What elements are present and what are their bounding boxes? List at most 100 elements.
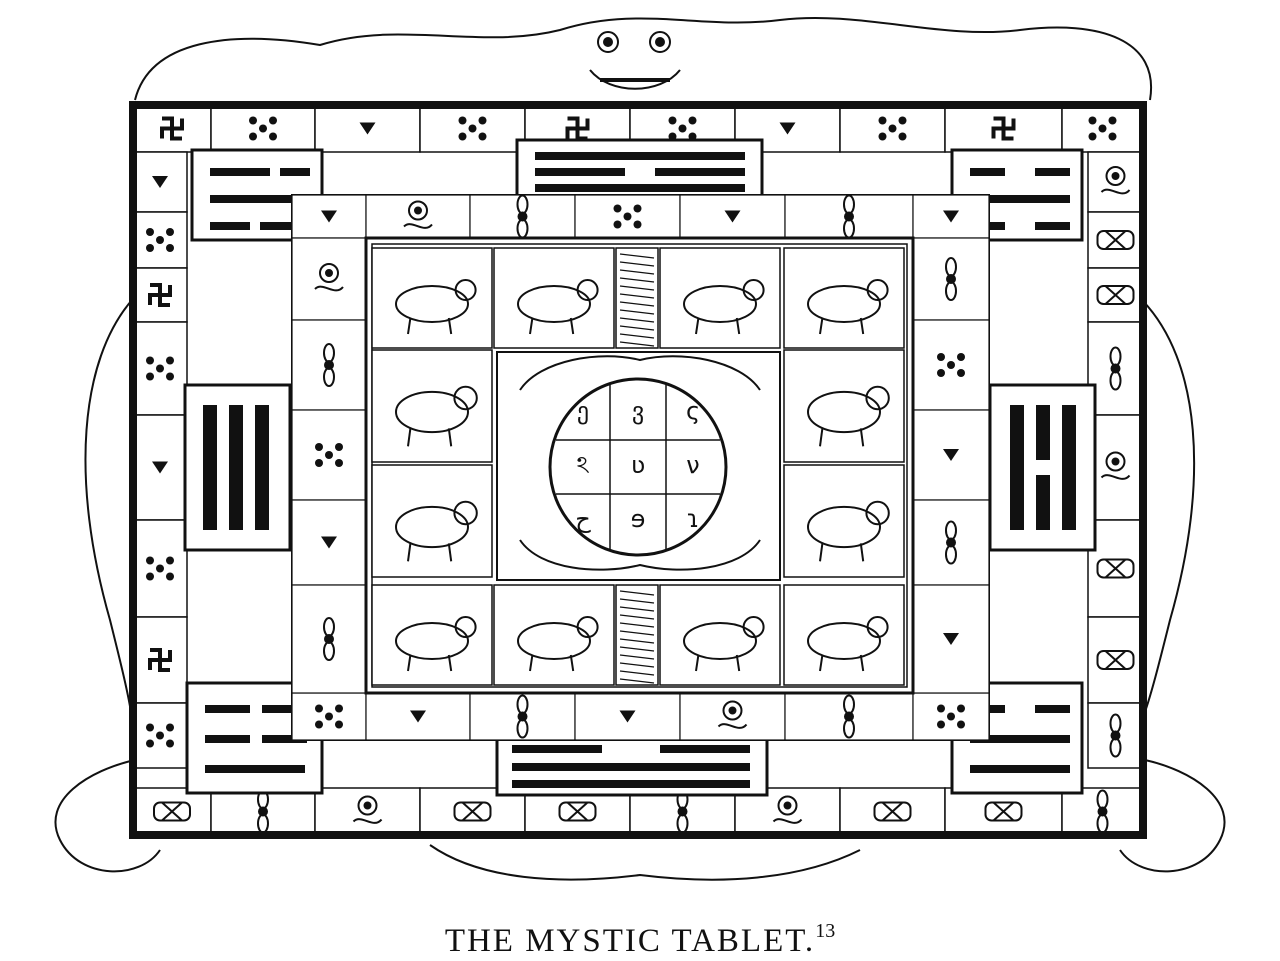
jewel-icon <box>352 795 383 824</box>
middle-cell <box>679 692 786 741</box>
animal-panel-sheep <box>783 247 905 349</box>
outer-cell <box>944 787 1063 836</box>
footnote-marker: 13 <box>815 920 836 942</box>
magic-square-glyph: ɘ <box>631 505 646 533</box>
animal-cells <box>371 247 905 686</box>
triangle-icon <box>359 122 376 135</box>
background-creature <box>54 16 1226 881</box>
triangle-icon <box>321 210 337 223</box>
jewel-icon <box>314 263 344 292</box>
outer-cell <box>839 104 946 153</box>
swastika-icon <box>148 648 172 672</box>
vajra-icon <box>945 520 957 565</box>
dots-icon <box>146 556 174 581</box>
animal-panel-dog <box>783 584 905 686</box>
vajra-icon <box>843 194 855 239</box>
vajra-icon <box>1109 713 1122 758</box>
jewel-icon <box>772 795 803 824</box>
animal-panel-rat <box>493 584 615 686</box>
vajra-icon <box>516 694 529 739</box>
endless-knot-icon <box>1096 558 1135 579</box>
dragon-wreath <box>519 355 761 571</box>
outer-cell <box>1087 616 1144 704</box>
middle-cell <box>912 237 990 321</box>
swastika-icon <box>148 283 172 307</box>
endless-knot-icon <box>873 801 912 822</box>
dots-icon <box>878 116 907 141</box>
outer-cell <box>132 321 188 416</box>
vajra-icon <box>323 343 335 387</box>
middle-cell <box>912 692 990 741</box>
dots-icon <box>458 116 487 141</box>
magic-square-grid <box>556 385 720 549</box>
endless-knot-icon <box>558 801 597 822</box>
dots-icon <box>146 356 174 381</box>
vajra-icon <box>676 789 689 834</box>
outer-cell <box>1087 321 1144 416</box>
middle-cell <box>291 584 367 694</box>
outer-cell <box>132 787 212 836</box>
outer-cell <box>1061 787 1144 836</box>
dots-icon <box>315 443 343 467</box>
magic-square-glyph: ʋ <box>631 451 645 479</box>
middle-cell <box>291 319 367 411</box>
middle-cell <box>574 692 681 741</box>
endless-knot-icon <box>153 801 191 822</box>
outer-cell <box>132 414 188 521</box>
outer-cell <box>419 104 526 153</box>
outer-cell <box>132 267 188 323</box>
triangle-icon <box>410 710 426 723</box>
endless-knot-icon <box>1096 650 1135 670</box>
outer-cell <box>1087 702 1144 769</box>
magic-square-glyph: ე <box>577 397 589 425</box>
jewel-icon <box>1100 166 1131 195</box>
outer-cell <box>132 104 212 153</box>
vajra-icon <box>516 194 529 239</box>
outer-cell <box>132 519 188 618</box>
magic-square-glyph: ঽ <box>576 451 589 479</box>
middle-cell <box>291 409 367 501</box>
outer-cell <box>1087 267 1144 323</box>
outer-cell <box>839 787 946 836</box>
triangle-icon <box>619 710 636 723</box>
jewel-icon <box>717 700 748 729</box>
magic-circle <box>548 377 728 557</box>
animal-panel-hare <box>371 349 493 463</box>
outer-cell <box>210 104 316 153</box>
magic-square-glyph: ς <box>686 397 700 425</box>
triangle-icon <box>943 633 959 645</box>
middle-cell <box>291 692 367 741</box>
outer-cell <box>210 787 316 836</box>
jewel-icon <box>1100 451 1131 480</box>
trigram-left-center <box>183 383 292 552</box>
middle-cell <box>912 319 990 411</box>
outer-cell <box>944 104 1063 153</box>
dragon-head <box>589 31 681 90</box>
dots-icon <box>146 723 174 748</box>
hatched-strip <box>615 584 659 686</box>
jewel-icon <box>403 200 433 229</box>
caption-title: THE MYSTIC TABLET. <box>444 923 816 959</box>
animal-panel-boar <box>659 584 781 686</box>
middle-cell <box>912 499 990 586</box>
triangle-icon <box>152 461 168 474</box>
outer-cell <box>1087 414 1144 521</box>
dots-icon <box>315 704 343 729</box>
claw-left <box>54 759 161 873</box>
dots-icon <box>937 353 965 377</box>
endless-knot-icon <box>453 801 492 822</box>
middle-cell <box>469 194 576 239</box>
middle-cell <box>365 194 471 239</box>
vajra-icon <box>323 617 335 661</box>
dots-icon <box>146 228 174 252</box>
outer-cell <box>314 787 421 836</box>
swastika-icon <box>991 116 1016 141</box>
triangle-icon <box>779 122 796 135</box>
middle-cell <box>912 584 990 694</box>
dots-icon <box>1088 116 1117 141</box>
outer-cell <box>132 702 188 769</box>
middle-cell <box>469 692 576 741</box>
vajra-icon <box>1109 346 1122 391</box>
outer-cell <box>1087 519 1144 618</box>
triangle-icon <box>943 449 959 461</box>
